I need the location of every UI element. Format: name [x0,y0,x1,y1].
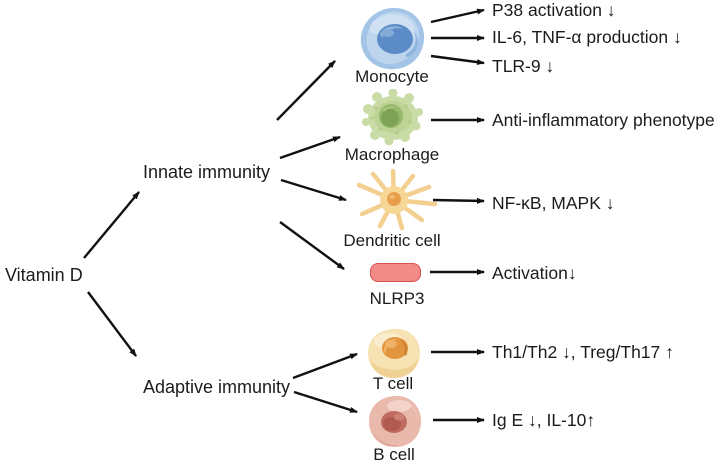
arrow-adaptive-to-tcell [292,352,358,380]
arrow-innate-to-nlrp3 [279,221,345,270]
dendritic-cell-label: Dendritic cell [343,231,441,250]
arrow-monocyte-to-tlr9 [430,54,485,66]
arrow-dendritic-to-nfkb [432,197,485,204]
b-cell-icon [369,395,421,447]
t-cell-label: T cell [372,374,414,393]
node-vitamin-d-label: Vitamin D [5,265,83,285]
arrow-monocyte-to-p38 [430,8,485,24]
arrow-adaptive-to-bcell [293,390,358,414]
outcome-p38-activation: P38 activation ↓ [492,0,616,20]
node-adaptive-immunity-label: Adaptive immunity [143,377,291,397]
monocyte-label: Monocyte [355,67,429,86]
outcome-nfkb-mapk: NF-κB, MAPK ↓ [492,193,615,213]
outcome-tlr9: TLR-9 ↓ [492,56,555,76]
outcome-anti-inflammatory-phenotype: Anti-inflammatory phenotype [492,110,715,130]
arrow-vitamind-to-adaptive [87,291,137,357]
arrow-innate-to-macrophage [279,135,341,160]
arrow-vitamind-to-innate [83,191,140,259]
outcome-nlrp3-activation: Activation↓ [492,263,577,283]
node-innate-immunity-label: Innate immunity [143,162,271,182]
arrow-innate-to-dendritic [280,178,347,202]
macrophage-label: Macrophage [344,145,440,164]
arrow-innate-to-monocyte [276,60,336,121]
dendritic-cell-icon [356,168,438,231]
monocyte-icon [360,7,425,70]
t-cell-icon [368,328,420,378]
nlrp3-label: NLRP3 [369,289,425,308]
outcome-th1-th2-treg-th17: Th1/Th2 ↓, Treg/Th17 ↑ [492,342,674,362]
macrophage-icon [362,89,423,146]
nlrp3-capsule [370,263,421,282]
outcome-il6-tnf-production: IL-6, TNF-α production ↓ [492,27,682,47]
b-cell-label: B cell [373,445,415,464]
outcome-ige-il10: Ig E ↓, IL-10↑ [492,410,596,430]
